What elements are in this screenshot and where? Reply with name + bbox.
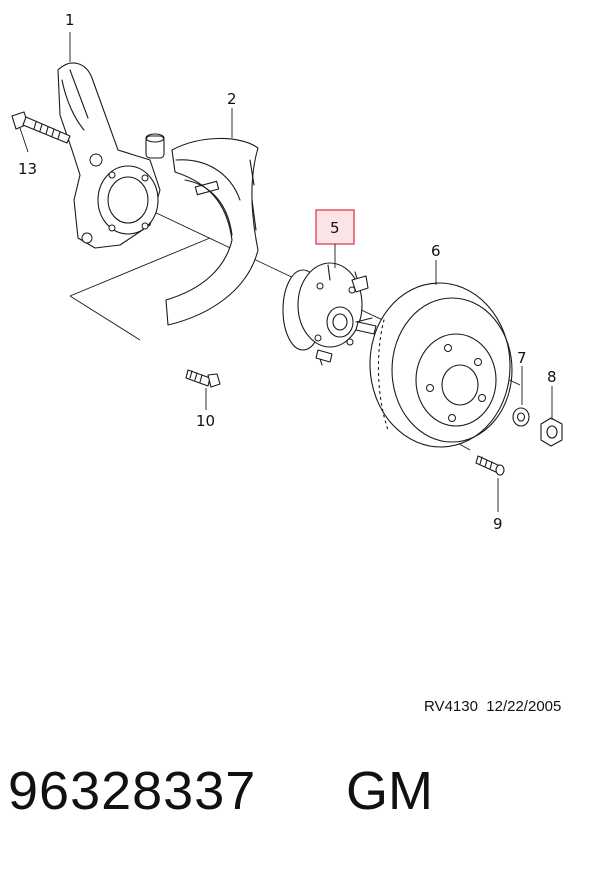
- callout-10: 10: [196, 412, 215, 430]
- callout-8: 8: [547, 368, 557, 386]
- washer: [512, 407, 530, 427]
- callout-6: 6: [431, 242, 441, 260]
- callout-7: 7: [517, 349, 527, 367]
- callout-9: 9: [493, 515, 503, 533]
- rotor-screw: [475, 455, 505, 476]
- hub-bearing-assembly: [282, 262, 377, 366]
- brand-label: GM: [346, 761, 433, 821]
- knuckle-bolt: [11, 111, 71, 144]
- callout-leader-lines: [19, 32, 553, 512]
- splash-shield: [165, 137, 259, 326]
- callout-13: 13: [18, 160, 37, 178]
- shield-bolt: [185, 369, 221, 388]
- callout-5: 5: [330, 219, 340, 237]
- hex-nut: [540, 417, 563, 447]
- part-number: 96328337: [8, 761, 257, 821]
- brake-rotor: [369, 282, 513, 448]
- callout-2: 2: [227, 90, 237, 108]
- drawing-reference: RV4130 12/22/2005: [424, 698, 562, 715]
- steering-knuckle: [57, 62, 165, 249]
- callout-1: 1: [65, 11, 75, 29]
